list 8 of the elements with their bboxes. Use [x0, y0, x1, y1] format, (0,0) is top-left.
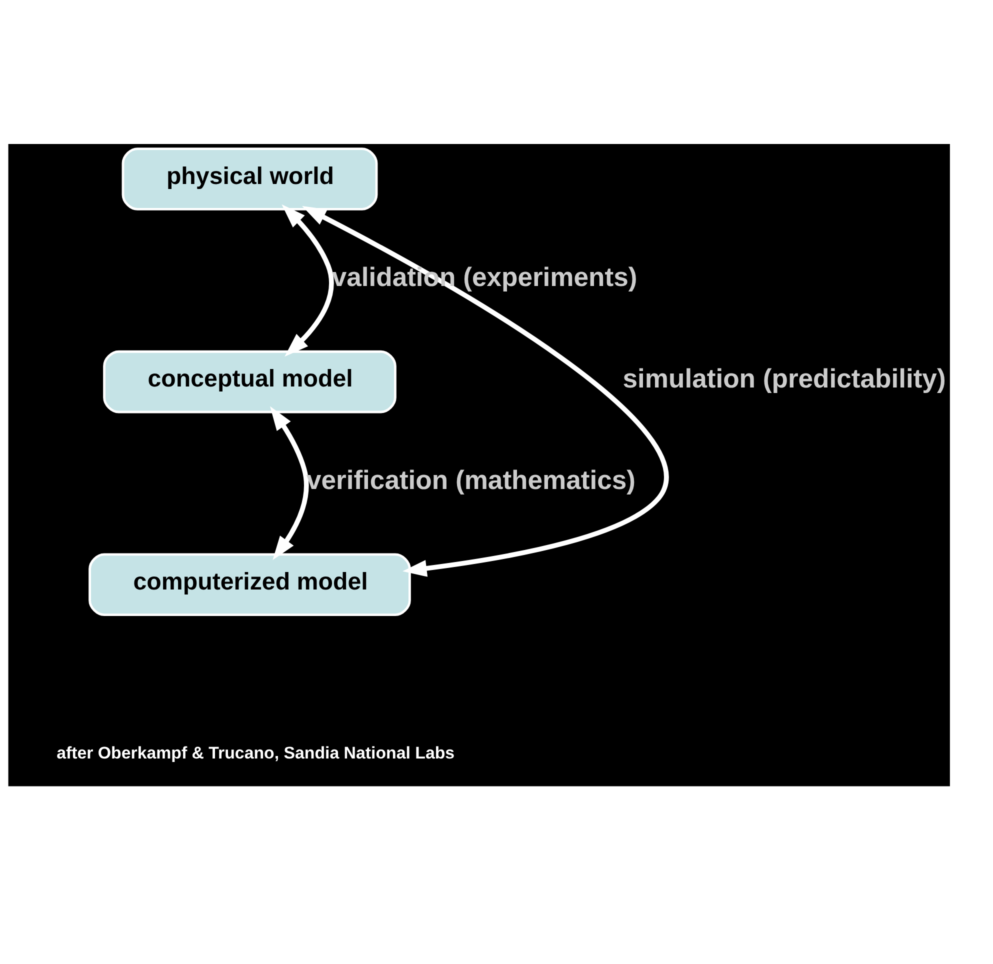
arrow — [282, 204, 334, 356]
arrow — [302, 206, 668, 576]
node-box: physical world — [122, 147, 378, 210]
label: after Oberkampf & Trucano, Sandia National Labs — [56, 743, 455, 762]
arrow — [270, 406, 309, 560]
edge-label: simulation (predictability) — [622, 362, 946, 393]
node-box: conceptual model — [103, 350, 396, 413]
node-box: computerized model — [88, 552, 411, 616]
